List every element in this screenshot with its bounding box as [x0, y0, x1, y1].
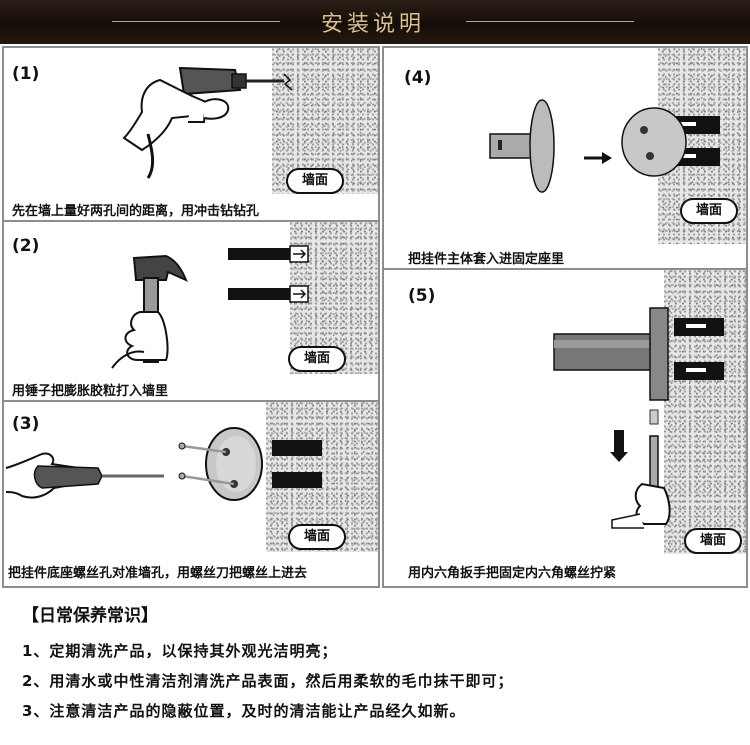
installed-hook-illustration [553, 307, 724, 401]
expansion-plug-illustration [272, 440, 322, 488]
header-divider-right [466, 21, 634, 22]
care-item: 3、注意清洁产品的隐蔽位置，及时的清洁能让产品经久如新。 [22, 702, 466, 720]
step-number: (4) [404, 68, 432, 88]
step-caption: 把挂件底座螺丝孔对准墙孔，用螺丝刀把螺丝上进去 [8, 566, 308, 581]
step-caption: 用内六角扳手把固定内六角螺丝拧紧 [408, 566, 617, 581]
care-item: 1、定期清洗产品，以保持其外观光洁明亮； [22, 642, 338, 660]
hex-wrench-illustration [610, 409, 671, 529]
care-title: 【日常保养常识】 [22, 606, 158, 626]
arrow-right-icon [584, 152, 612, 164]
screwdriver-illustration [5, 452, 164, 499]
step-caption: 先在墙上量好两孔间的距离，用冲击钻钻孔 [12, 204, 260, 219]
step-3-panel [2, 400, 380, 588]
mounting-base-illustration [178, 427, 263, 501]
step-number: (3) [12, 414, 40, 434]
step-caption: 用锤子把膨胀胶粒打入墙里 [12, 384, 169, 399]
wall-label: 墙面 [286, 168, 344, 194]
hook-body-illustration [489, 99, 555, 193]
wall-label: 墙面 [288, 346, 346, 372]
care-item: 2、用清水或中性清洁剂清洗产品表面，然后用柔软的毛巾抹干即可； [22, 672, 514, 690]
header-banner: 安装说明 [0, 0, 750, 44]
hammer-illustration [111, 254, 188, 369]
wall-label: 墙面 [684, 528, 742, 554]
step-5-panel [382, 268, 748, 588]
page-title: 安装说明 [320, 12, 425, 37]
wall-texture [664, 270, 746, 554]
wall-label: 墙面 [680, 198, 738, 224]
header-divider-left [112, 21, 280, 22]
drill-illustration [122, 66, 293, 179]
step-caption: 把挂件主体套入进固定座里 [408, 252, 565, 267]
wall-label: 墙面 [288, 524, 346, 550]
step-number: (1) [12, 64, 40, 84]
mounted-base-illustration [621, 107, 720, 177]
expansion-plug-illustration [228, 245, 309, 303]
step-number: (2) [12, 236, 40, 256]
step-number: (5) [408, 286, 436, 306]
